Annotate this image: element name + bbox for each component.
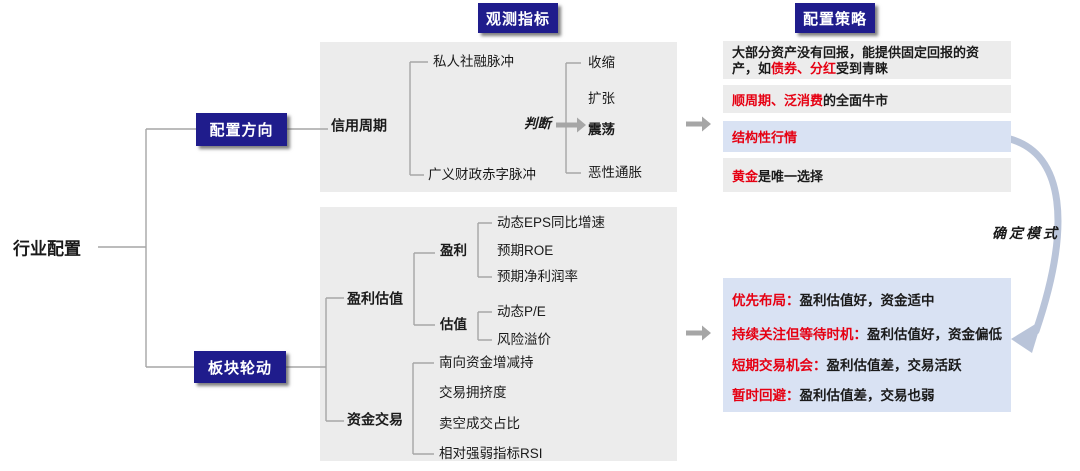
thick-arrows xyxy=(556,116,711,341)
mode-swoosh-arrow-icon xyxy=(1006,135,1062,353)
bottom-flow-arrow-icon xyxy=(686,325,711,341)
profit-item-net-margin: 预期净利润率 xyxy=(497,268,578,284)
profit-valuation-label: 盈利估值 xyxy=(347,290,403,307)
outcome-hyperinflation: 恶性通胀 xyxy=(588,164,642,180)
strategy-text: 大部分资产没有回报，能提供固定回报的资产，如 xyxy=(732,45,980,76)
funding-trading-label: 资金交易 xyxy=(347,411,403,428)
mode-result-box xyxy=(723,278,1011,412)
tree-lines xyxy=(98,61,581,455)
node-sector-rotation: 板块轮动 xyxy=(194,351,286,383)
mode-keyword-red: 持续关注但等待时机： xyxy=(732,327,867,342)
strategy-text-red: 顺周期、泛消费 xyxy=(732,92,824,108)
top-flow-arrow-icon xyxy=(686,116,711,132)
value-label: 估值 xyxy=(440,316,467,332)
funding-item-rsi: 相对强弱指标RSI xyxy=(439,445,543,461)
observe-panel-bottom xyxy=(320,207,677,461)
mode-row-short-term: 短期交易机会：盈利估值差，交易活跃 xyxy=(732,354,962,374)
strategy-row-structural: 结构性行情 xyxy=(723,121,1011,152)
profit-item-expected-roe: 预期ROE xyxy=(497,242,554,258)
mode-keyword-red: 暂时回避： xyxy=(732,388,800,403)
profit-label: 盈利 xyxy=(440,242,467,258)
strategy-text-red: 黄金 xyxy=(732,168,759,184)
judge-label: 判断 xyxy=(524,115,551,131)
strategy-text: 是唯一选择 xyxy=(758,168,824,184)
strategy-text: 受到青睐 xyxy=(836,61,889,76)
value-item-risk-premium: 风险溢价 xyxy=(497,331,551,347)
credit-cycle-label: 信用周期 xyxy=(331,117,387,134)
funding-item-short-selling: 卖空成交占比 xyxy=(439,415,520,431)
strategy-text: 的全面牛市 xyxy=(823,92,889,108)
header-allocation-strategy: 配置策略 xyxy=(795,3,875,33)
mode-keyword-red: 短期交易机会： xyxy=(732,358,827,373)
header-observed-indicators: 观测指标 xyxy=(478,3,558,33)
value-item-dynamic-pe: 动态P/E xyxy=(497,303,546,319)
credit-input-private-pulse: 私人社融脉冲 xyxy=(433,53,514,69)
outcome-oscillation: 震荡 xyxy=(588,121,615,137)
strategy-row-bull-market: 顺周期、泛消费的全面牛市 xyxy=(723,85,1011,113)
funding-item-southbound: 南向资金增减持 xyxy=(439,354,534,370)
node-allocation-direction: 配置方向 xyxy=(196,113,287,146)
strategy-row-gold: 黄金是唯一选择 xyxy=(723,158,1011,192)
outcome-expansion: 扩张 xyxy=(588,90,615,106)
credit-input-fiscal-pulse: 广义财政赤字脉冲 xyxy=(428,166,536,182)
mode-text: 盈利估值好，资金偏低 xyxy=(867,327,1002,342)
strategy-row-fixed-return: 大部分资产没有回报，能提供固定回报的资产，如债券、分红受到青睐 xyxy=(723,41,1011,79)
strategy-text-red: 债券、分红 xyxy=(771,61,837,76)
strategy-text-red: 结构性行情 xyxy=(732,130,798,145)
mode-text: 盈利估值差，交易活跃 xyxy=(826,358,962,373)
outcome-contraction: 收缩 xyxy=(588,54,615,70)
mode-row-priority: 优先布局：盈利估值好，资金适中 xyxy=(732,289,935,309)
mode-row-avoid: 暂时回避：盈利估值差，交易也弱 xyxy=(732,384,935,404)
determine-mode-label: 确定模式 xyxy=(992,225,1060,241)
observe-panel-top xyxy=(320,42,677,192)
mode-text: 盈利估值差，交易也弱 xyxy=(799,388,935,403)
funding-item-crowding: 交易拥挤度 xyxy=(439,384,507,400)
mode-text: 盈利估值好，资金适中 xyxy=(799,293,935,308)
root-node-label: 行业配置 xyxy=(13,239,81,259)
mode-keyword-red: 优先布局： xyxy=(732,293,800,308)
profit-item-eps-growth: 动态EPS同比增速 xyxy=(497,214,606,230)
judge-arrow-icon xyxy=(556,117,586,133)
mode-row-watch-wait: 持续关注但等待时机：盈利估值好，资金偏低 xyxy=(732,323,1002,343)
